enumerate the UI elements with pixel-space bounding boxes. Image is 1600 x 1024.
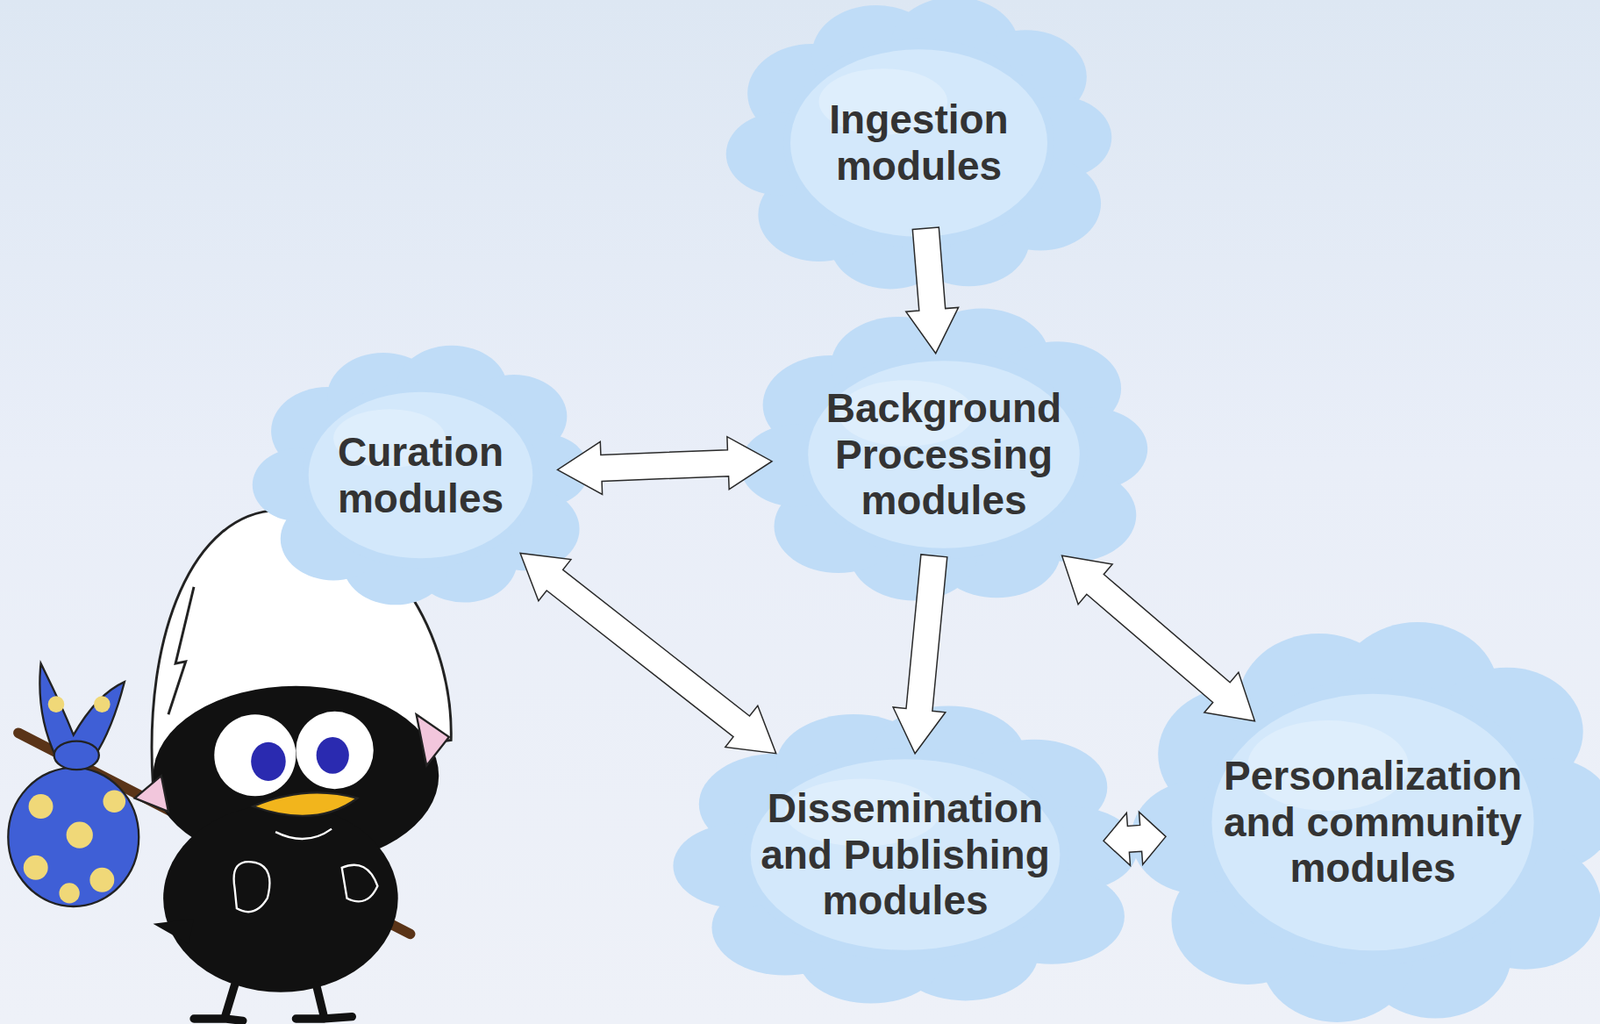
bundle-dot bbox=[23, 855, 49, 880]
bundle bbox=[7, 663, 139, 907]
chick-hand bbox=[234, 861, 271, 912]
node-label: Background Processing modules bbox=[803, 385, 1085, 525]
block-arrow bbox=[1062, 555, 1256, 721]
bundle-tie bbox=[54, 741, 100, 771]
chick-hand bbox=[342, 864, 379, 902]
block-arrow bbox=[557, 436, 773, 495]
node-label: Ingestion modules bbox=[805, 96, 1034, 190]
node-label: Personalization and community modules bbox=[1197, 752, 1549, 893]
block-arrow bbox=[520, 552, 777, 753]
bundle-dot bbox=[58, 882, 79, 903]
bundle-dot bbox=[93, 695, 111, 713]
chick-pupil bbox=[316, 736, 350, 774]
bundle-dot bbox=[102, 789, 126, 813]
eggshell-crack bbox=[168, 586, 194, 715]
cloud-node: Dissemination and Publishing modules bbox=[690, 714, 1121, 995]
chick-figure bbox=[7, 510, 451, 1022]
chick-body bbox=[163, 804, 399, 993]
chick-feet bbox=[193, 985, 352, 1022]
node-label: Dissemination and Publishing modules bbox=[738, 785, 1072, 925]
chick-beak bbox=[252, 792, 358, 815]
bundle-dot bbox=[28, 793, 54, 819]
chick-tail bbox=[152, 918, 194, 944]
node-label: Curation modules bbox=[315, 428, 527, 522]
chick-eye bbox=[214, 714, 296, 796]
bundle-dot bbox=[48, 695, 65, 713]
chick-smile bbox=[275, 828, 332, 839]
chick-eye bbox=[295, 711, 373, 789]
chick-ear bbox=[416, 714, 450, 765]
bundle-dot bbox=[89, 867, 115, 893]
bundle-dot bbox=[66, 821, 93, 848]
cloud-node: Background Processing modules bbox=[755, 316, 1133, 593]
bundle-sack bbox=[7, 767, 139, 907]
chick-ear bbox=[135, 775, 169, 812]
chick-pupil bbox=[250, 742, 286, 781]
